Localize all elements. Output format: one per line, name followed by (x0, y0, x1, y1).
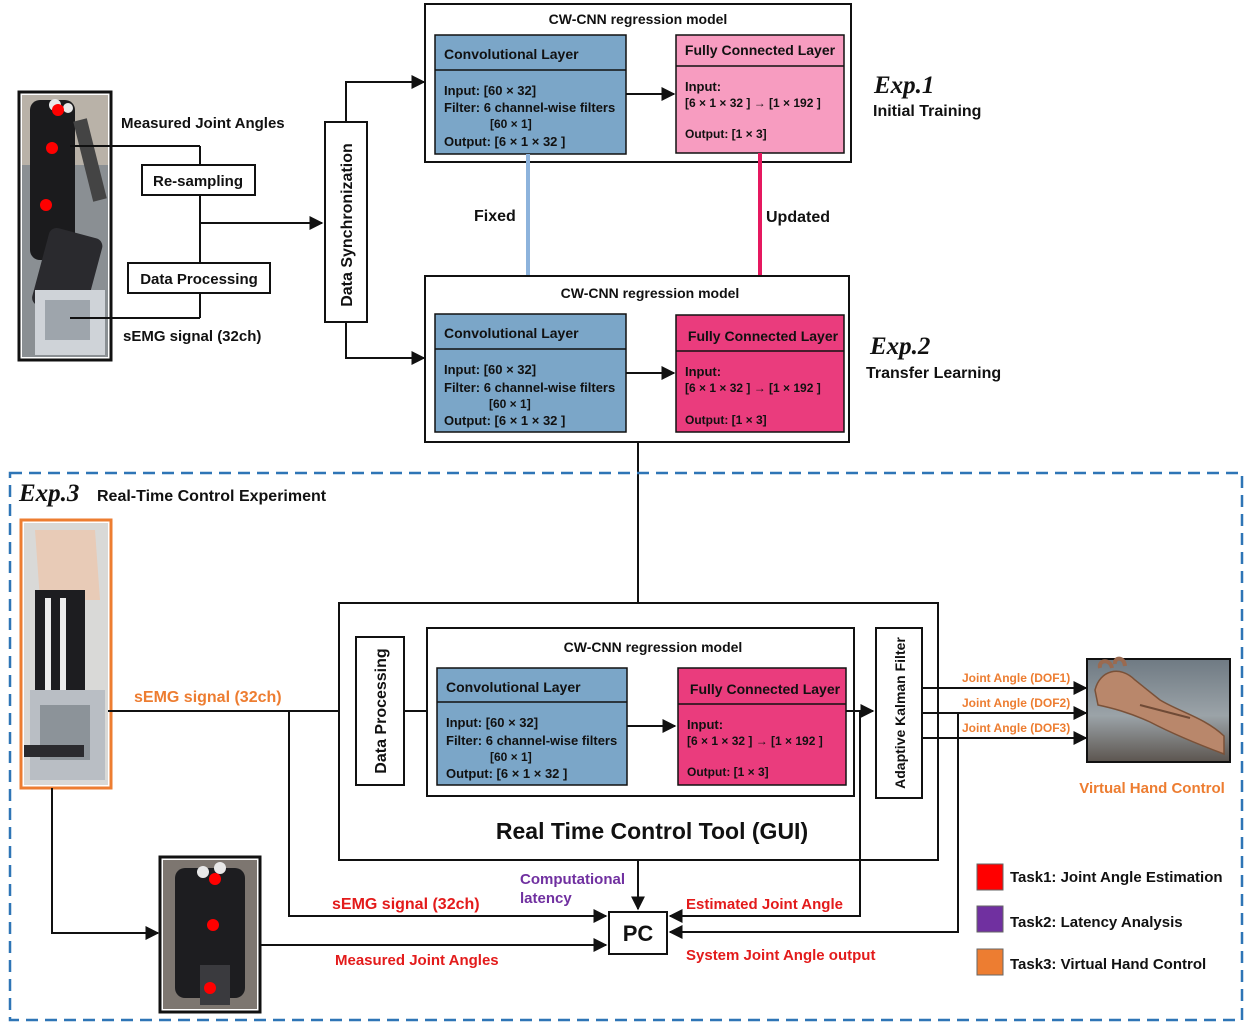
conv-layer-box (434, 34, 627, 155)
dof1-label: Joint Angle (DOF1) (962, 671, 1070, 685)
legend-swatch-task1 (976, 863, 1004, 891)
data-sync-box (324, 121, 368, 323)
dof2-label: Joint Angle (DOF2) (962, 696, 1070, 710)
conv-input: Input: [60 × 32] (444, 83, 536, 98)
model-title: CW-CNN regression model (564, 639, 743, 655)
pc-measured-label: Measured Joint Angles (335, 952, 499, 969)
semg-signal-realtime-label: sEMG signal (32ch) (134, 689, 282, 706)
fc-output: Output: [1 × 3] (685, 413, 767, 427)
arrow-to-exp1 (345, 75, 426, 122)
conv-layer-title: Convolutional Layer (446, 679, 581, 695)
latency-label: latency (520, 890, 572, 907)
bare-arm-photo (19, 518, 113, 790)
fc-layer-box (677, 667, 847, 786)
arrow-to-exp2 (345, 322, 426, 365)
pc-system-label: System Joint Angle output (686, 947, 875, 964)
fc-input-shape: [6 × 1 × 32 ] → [1 × 192 ] (685, 96, 821, 110)
dof3-label: Joint Angle (DOF3) (962, 721, 1070, 735)
fc-output: Output: [1 × 3] (687, 765, 769, 779)
conv-layer-box (434, 313, 627, 433)
legend-swatch-task2 (976, 905, 1004, 933)
virtual-hand-label: Virtual Hand Control (1079, 780, 1225, 797)
fc-output: Output: [1 × 3] (685, 127, 767, 141)
updated-label: Updated (766, 209, 830, 226)
realtime-data-processing-box (355, 636, 405, 786)
conv-output: Output: [6 × 1 × 32 ] (444, 134, 565, 149)
conv-layer-box (436, 667, 628, 786)
virtual-hand-render (1086, 656, 1231, 763)
fc-input: Input: (685, 364, 721, 379)
semg-signal-label: sEMG signal (32ch) (123, 328, 261, 345)
arrow-semg-to-pc (288, 711, 608, 923)
data-processing-label: Data Processing (140, 271, 258, 288)
data-processing-box (127, 262, 271, 294)
gui-title: Real Time Control Tool (GUI) (496, 818, 808, 844)
marker-dot (46, 142, 58, 154)
arrow-system-to-pc (668, 713, 959, 939)
legend-label-task1: Task1: Joint Angle Estimation (1010, 869, 1223, 886)
realtime-data-processing-label: Data Processing (373, 648, 390, 773)
marker-dot (52, 104, 64, 116)
legend-label-task2: Task2: Latency Analysis (1010, 914, 1183, 931)
glove-arm-photo (17, 90, 113, 362)
glove-hand-photo (158, 855, 262, 1014)
fixed-label: Fixed (474, 208, 516, 225)
fc-layer-title: Fully Connected Layer (688, 328, 839, 344)
pc-estimated-label: Estimated Joint Angle (686, 896, 843, 913)
marker-dot (204, 982, 216, 994)
marker-dot (207, 919, 219, 931)
legend-swatch-task3 (976, 948, 1004, 976)
fc-layer-box (675, 34, 845, 154)
conv-filter: Filter: 6 channel-wise filters (446, 733, 617, 748)
conv-filter-size: [60 × 1] (489, 397, 531, 411)
fc-input: Input: (687, 717, 723, 732)
exp1-title: Exp.1 (873, 72, 934, 99)
conv-filter: Filter: 6 channel-wise filters (444, 380, 615, 395)
exp3-model: CW-CNN regression model Convolutional La… (426, 627, 855, 797)
pc-label: PC (623, 921, 654, 946)
conv-filter: Filter: 6 channel-wise filters (444, 100, 615, 115)
marker-dot (40, 199, 52, 211)
pc-semg-label: sEMG signal (32ch) (332, 896, 480, 913)
exp2-subtitle: Transfer Learning (866, 365, 1001, 382)
kalman-box (875, 627, 923, 799)
fc-layer-title: Fully Connected Layer (690, 681, 841, 697)
fc-layer-title: Fully Connected Layer (685, 42, 836, 58)
conv-output: Output: [6 × 1 × 32 ] (444, 413, 565, 428)
kalman-label: Adaptive Kalman Filter (892, 637, 908, 789)
arrow-to-glove-photo (51, 788, 160, 940)
conv-layer-title: Convolutional Layer (444, 325, 579, 341)
exp1-model: CW-CNN regression model Convolutional La… (424, 3, 852, 163)
model-title: CW-CNN regression model (561, 285, 740, 301)
fc-input: Input: (685, 79, 721, 94)
resampling-label: Re-sampling (153, 173, 243, 190)
conv-filter-size: [60 × 1] (490, 117, 532, 131)
measured-joint-angles-label: Measured Joint Angles (121, 115, 285, 132)
exp3-region (8, 471, 1244, 1022)
pc-box (608, 911, 668, 955)
marker-dot (209, 873, 221, 885)
conv-filter-size: [60 × 1] (490, 750, 532, 764)
computational-label: Computational (520, 871, 625, 888)
exp3-subtitle: Real-Time Control Experiment (97, 488, 327, 505)
legend: Task1: Joint Angle Estimation Task2: Lat… (976, 863, 1223, 976)
fc-input-shape: [6 × 1 × 32 ] → [1 × 192 ] (687, 734, 823, 748)
resampling-box (141, 164, 256, 196)
exp2-model: CW-CNN regression model Convolutional La… (424, 275, 850, 443)
conv-input: Input: [60 × 32] (444, 362, 536, 377)
fc-layer-box (675, 314, 845, 433)
exp2-title: Exp.2 (869, 333, 930, 360)
model-title: CW-CNN regression model (549, 11, 728, 27)
fc-input-shape: [6 × 1 × 32 ] → [1 × 192 ] (685, 381, 821, 395)
arrow-estimated-to-pc (668, 711, 861, 923)
data-sync-label: Data Synchronization (339, 143, 356, 307)
exp3-title: Exp.3 (18, 480, 79, 507)
exp1-subtitle: Initial Training (873, 103, 981, 120)
conv-input: Input: [60 × 32] (446, 715, 538, 730)
legend-label-task3: Task3: Virtual Hand Control (1010, 956, 1206, 973)
conv-layer-title: Convolutional Layer (444, 46, 579, 62)
conv-output: Output: [6 × 1 × 32 ] (446, 766, 567, 781)
